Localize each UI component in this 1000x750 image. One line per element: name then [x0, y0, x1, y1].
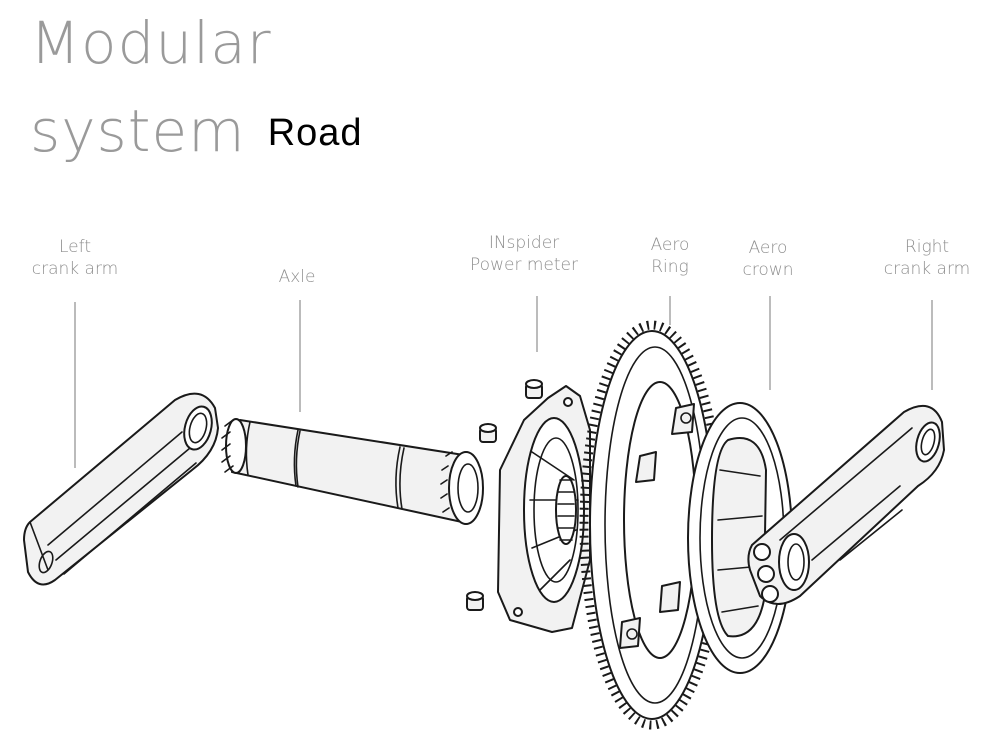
aero-crown [687, 402, 793, 674]
title-system-text: system [30, 97, 246, 165]
title-modular: Modular [30, 9, 272, 77]
leader-lines [74, 296, 933, 468]
label-aero-crown: Aero crown [742, 238, 794, 280]
bolt-bottom [466, 591, 484, 611]
inspider-power-meter [497, 385, 591, 633]
aero-ring [579, 320, 725, 730]
subtitle-road: Road [267, 112, 363, 154]
bolt-top [525, 379, 543, 399]
label-aero-ring: Aero Ring [650, 235, 690, 277]
label-right-crank-arm: Right crank arm [883, 237, 971, 279]
bolt-middle [479, 423, 497, 443]
right-crank-arm [747, 404, 945, 605]
label-left-crank-arm: Left crank arm [31, 237, 119, 279]
axle [221, 418, 484, 525]
label-inspider-power-meter: INspider Power meter [470, 233, 578, 275]
chainring-bolts [466, 379, 543, 611]
label-axle: Axle [278, 267, 316, 287]
left-crank-arm [23, 392, 219, 586]
